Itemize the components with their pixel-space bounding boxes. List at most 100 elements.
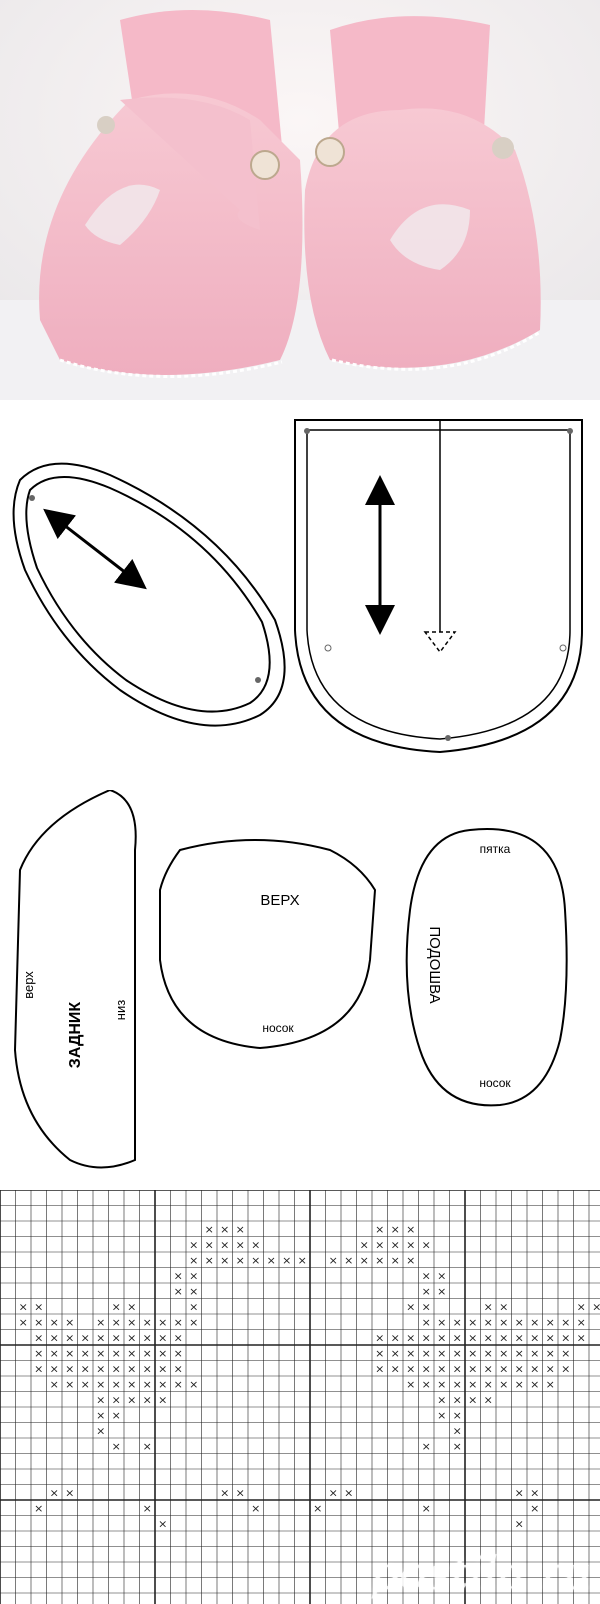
- stitch-cross: ×: [220, 1223, 229, 1236]
- stitch-cross: ×: [406, 1223, 415, 1236]
- stitch-cross: ×: [530, 1331, 539, 1344]
- stitch-cross: ×: [96, 1424, 105, 1437]
- upper-piece-toe-label: носок: [262, 1021, 294, 1035]
- stitch-cross: ×: [515, 1486, 524, 1499]
- stitch-cross: ×: [158, 1517, 167, 1530]
- stitch-cross: ×: [112, 1300, 121, 1313]
- stitch-cross: ×: [375, 1362, 384, 1375]
- stitch-cross: ×: [282, 1254, 291, 1267]
- stitch-cross: ×: [81, 1331, 90, 1344]
- stitch-cross: ×: [453, 1378, 462, 1391]
- stitch-cross: ×: [422, 1238, 431, 1251]
- stitch-cross: ×: [189, 1238, 198, 1251]
- stitch-cross: ×: [561, 1347, 570, 1360]
- stitch-cross: ×: [499, 1362, 508, 1375]
- stitch-cross: ×: [406, 1331, 415, 1344]
- stitch-cross: ×: [50, 1362, 59, 1375]
- stitch-cross: ×: [546, 1316, 555, 1329]
- booties-photo-image: [0, 0, 600, 400]
- stitch-cross: ×: [391, 1362, 400, 1375]
- stitch-cross: ×: [96, 1378, 105, 1391]
- stitch-cross: ×: [561, 1331, 570, 1344]
- sole-piece-title: ПОДОШВА: [426, 926, 443, 1003]
- stitch-cross: ×: [592, 1300, 600, 1313]
- stitch-cross: ×: [127, 1347, 136, 1360]
- stitch-cross: ×: [81, 1378, 90, 1391]
- stitch-cross: ×: [530, 1378, 539, 1391]
- watermark: postila.ru: [369, 1546, 592, 1600]
- stitch-cross: ×: [499, 1316, 508, 1329]
- stitch-cross: ×: [143, 1393, 152, 1406]
- stitch-cross: ×: [127, 1316, 136, 1329]
- stitch-cross: ×: [205, 1254, 214, 1267]
- stitch-cross: ×: [65, 1316, 74, 1329]
- stitch-cross: ×: [515, 1378, 524, 1391]
- stitch-cross: ×: [422, 1316, 431, 1329]
- stitch-cross: ×: [174, 1285, 183, 1298]
- stitch-cross: ×: [50, 1486, 59, 1499]
- stitch-cross: ×: [143, 1440, 152, 1453]
- stitch-cross: ×: [499, 1347, 508, 1360]
- stitch-cross: ×: [19, 1316, 28, 1329]
- stitch-cross: ×: [313, 1502, 322, 1515]
- stitch-cross: ×: [127, 1393, 136, 1406]
- stitch-cross: ×: [96, 1393, 105, 1406]
- stitch-cross: ×: [360, 1238, 369, 1251]
- cross-stitch-grid: × × × × × × × × × × × × × × × × × × × × × × × × × × × × × × × × × × × × × × × ×…: [0, 1190, 600, 1604]
- stitch-cross: ×: [546, 1331, 555, 1344]
- stitch-cross: ×: [375, 1331, 384, 1344]
- stitch-cross: ×: [143, 1316, 152, 1329]
- stitch-cross: ×: [205, 1223, 214, 1236]
- stitch-cross: ×: [189, 1316, 198, 1329]
- stitch-cross: ×: [96, 1347, 105, 1360]
- stitch-cross: ×: [453, 1424, 462, 1437]
- stitch-cross: ×: [391, 1347, 400, 1360]
- stitch-cross: ×: [530, 1316, 539, 1329]
- stitch-cross: ×: [453, 1316, 462, 1329]
- stitch-cross: ×: [112, 1440, 121, 1453]
- booties-photo: [0, 0, 600, 400]
- stitch-cross: ×: [515, 1362, 524, 1375]
- pattern-pieces: ЗАДНИК верх низ ВЕРХ носок пятка ПОДОШВА…: [0, 790, 600, 1190]
- stitch-cross: ×: [158, 1393, 167, 1406]
- stitch-cross: ×: [453, 1362, 462, 1375]
- stitch-cross: ×: [174, 1378, 183, 1391]
- stitch-cross: ×: [546, 1362, 555, 1375]
- stitch-cross: ×: [468, 1331, 477, 1344]
- stitch-cross: ×: [515, 1517, 524, 1530]
- pieces-drawing: ЗАДНИК верх низ ВЕРХ носок пятка ПОДОШВА…: [13, 790, 568, 1169]
- stitch-cross: ×: [96, 1409, 105, 1422]
- stitch-cross: ×: [484, 1378, 493, 1391]
- stitch-cross: ×: [189, 1285, 198, 1298]
- stitch-cross: ×: [174, 1331, 183, 1344]
- stitch-cross: ×: [360, 1254, 369, 1267]
- stitch-cross: ×: [143, 1362, 152, 1375]
- stitch-cross: ×: [236, 1486, 245, 1499]
- stitch-cross: ×: [406, 1254, 415, 1267]
- stitch-cross: ×: [158, 1331, 167, 1344]
- stitch-cross: ×: [499, 1378, 508, 1391]
- stitch-cross: ×: [406, 1300, 415, 1313]
- back-piece-top-label: верх: [21, 971, 36, 999]
- stitch-cross: ×: [422, 1362, 431, 1375]
- stitch-cross: ×: [174, 1316, 183, 1329]
- stitch-cross: ×: [127, 1300, 136, 1313]
- stitch-cross: ×: [422, 1502, 431, 1515]
- stitch-cross: ×: [391, 1238, 400, 1251]
- stitch-cross: ×: [437, 1393, 446, 1406]
- stitch-cross: ×: [143, 1378, 152, 1391]
- stitch-cross: ×: [34, 1331, 43, 1344]
- stitch-cross: ×: [484, 1300, 493, 1313]
- stitch-cross: ×: [34, 1300, 43, 1313]
- left-bootie: [39, 10, 303, 378]
- templates-drawing: [12, 419, 583, 754]
- stitch-cross: ×: [344, 1254, 353, 1267]
- stitch-cross: ×: [422, 1331, 431, 1344]
- stitch-cross: ×: [34, 1502, 43, 1515]
- stitch-cross: ×: [515, 1331, 524, 1344]
- stitch-cross: ×: [391, 1254, 400, 1267]
- stitch-cross: ×: [577, 1300, 586, 1313]
- stitch-cross: ×: [220, 1238, 229, 1251]
- stitch-cross: ×: [422, 1300, 431, 1313]
- stitch-cross: ×: [158, 1362, 167, 1375]
